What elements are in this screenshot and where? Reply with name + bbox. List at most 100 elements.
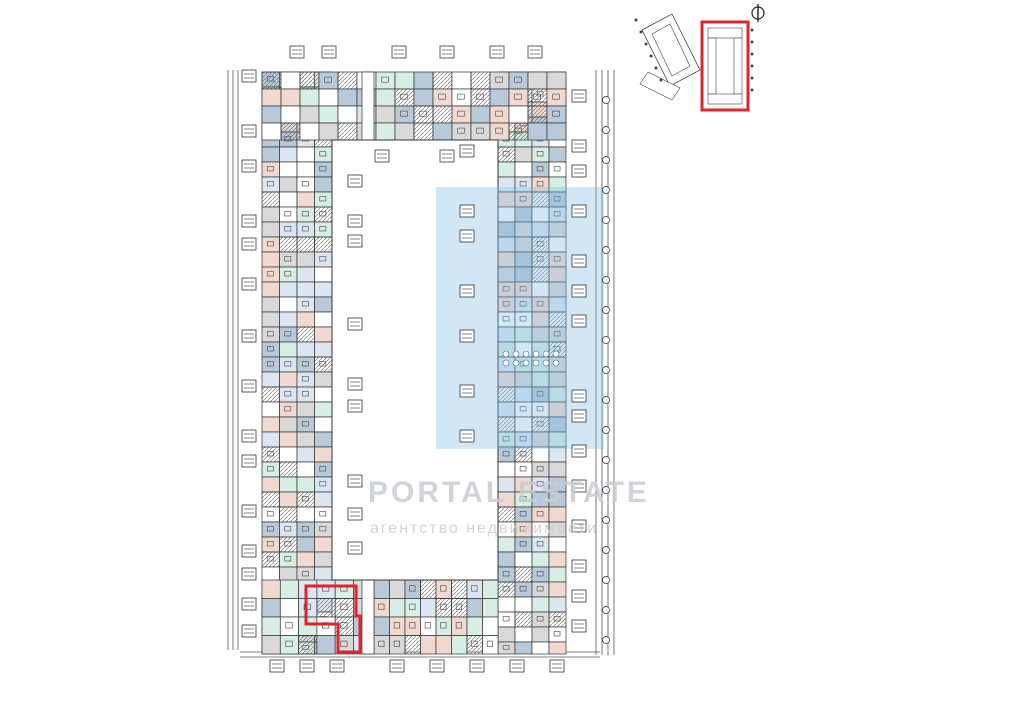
room-cell (497, 566, 516, 583)
room-cell (482, 635, 499, 655)
dimension-tag (321, 45, 337, 59)
dimension-tag (347, 541, 363, 555)
room-cell (318, 71, 339, 90)
fixture (284, 541, 292, 547)
fixture (266, 271, 274, 277)
fixture (319, 466, 327, 472)
room-cell (318, 122, 339, 141)
room-cell (296, 191, 315, 208)
room-cell (314, 491, 333, 508)
room-cell (470, 105, 491, 124)
room-cell (279, 506, 298, 523)
room-cell (314, 191, 333, 208)
dimension-tag (571, 139, 587, 153)
grid-bubble (602, 306, 610, 314)
dimension-tag (391, 45, 407, 59)
dimension-tag (241, 379, 257, 393)
room-cell (514, 446, 533, 463)
room-cell (261, 598, 281, 618)
room-cell (261, 386, 280, 403)
grid-bubble (602, 456, 610, 464)
room-cell (466, 598, 483, 618)
room-cell (261, 431, 280, 448)
room-cell (279, 386, 298, 403)
fixture (471, 640, 478, 647)
room-cell (296, 521, 315, 538)
fixture (319, 361, 327, 367)
room-cell (497, 596, 516, 613)
room-cell (497, 536, 516, 553)
room-cell (531, 461, 550, 478)
fixture (266, 541, 274, 547)
room-cell (373, 635, 390, 655)
room-cell (451, 122, 472, 141)
room-cell (548, 626, 567, 643)
room-cell (314, 386, 333, 403)
fixture (284, 331, 292, 337)
room-cell (548, 461, 567, 478)
dimension-tag (347, 174, 363, 188)
fixture (502, 645, 510, 650)
room-cell (508, 71, 529, 90)
room-cell (314, 161, 333, 178)
room-cell (279, 206, 298, 223)
room-cell (261, 446, 280, 463)
room-cell (296, 356, 315, 373)
room-cell (375, 71, 396, 90)
room-cell (514, 611, 533, 628)
room-cell (527, 71, 548, 90)
room-cell (497, 626, 516, 643)
room-cell (314, 401, 333, 418)
room-cell (296, 551, 315, 568)
room-cell (394, 88, 415, 107)
fixture (340, 622, 348, 629)
dimension-tag (241, 504, 257, 518)
room-cell (514, 626, 533, 643)
dimension-tag (571, 444, 587, 458)
room-cell (298, 579, 318, 599)
grid-bubble (602, 396, 610, 404)
fixture (552, 93, 560, 100)
room-cell (420, 616, 437, 636)
room-cell (261, 635, 281, 655)
dimension-tag (241, 544, 257, 558)
dimension-tag (374, 149, 390, 163)
room-cell (316, 616, 336, 636)
fixture (519, 301, 527, 307)
room-cell (318, 105, 339, 124)
dimension-tag (241, 237, 257, 251)
fixture (536, 256, 544, 262)
fixture (471, 585, 478, 592)
room-cell (489, 122, 510, 141)
room-cell (296, 236, 315, 253)
room-cell (296, 506, 315, 523)
fixture (285, 622, 293, 629)
room-cell (375, 88, 396, 107)
fixture (536, 511, 544, 517)
room-cell (548, 641, 567, 655)
key-plan-highlight (700, 20, 750, 112)
room-cell (296, 431, 315, 448)
dimension-tag (459, 204, 475, 218)
dimension-tag (347, 234, 363, 248)
highlighted-apartment (304, 584, 362, 654)
dimension-tag (241, 69, 257, 83)
room-cell (296, 311, 315, 328)
room-cell (337, 71, 358, 90)
fixture (519, 196, 527, 202)
fixture (536, 571, 544, 577)
room-cell (546, 122, 567, 141)
grid-bubble (602, 606, 610, 614)
grid-bubble (602, 366, 610, 374)
room-cell (420, 598, 437, 618)
room-cell (261, 251, 280, 268)
dimension-tag (571, 409, 587, 423)
dimension-tag (571, 619, 587, 633)
room-cell (527, 88, 548, 107)
room-cell (548, 146, 567, 163)
fixture (301, 226, 309, 232)
room-cell (548, 551, 567, 568)
room-cell (316, 579, 336, 599)
room-cell (389, 616, 406, 636)
fixture (340, 640, 348, 647)
